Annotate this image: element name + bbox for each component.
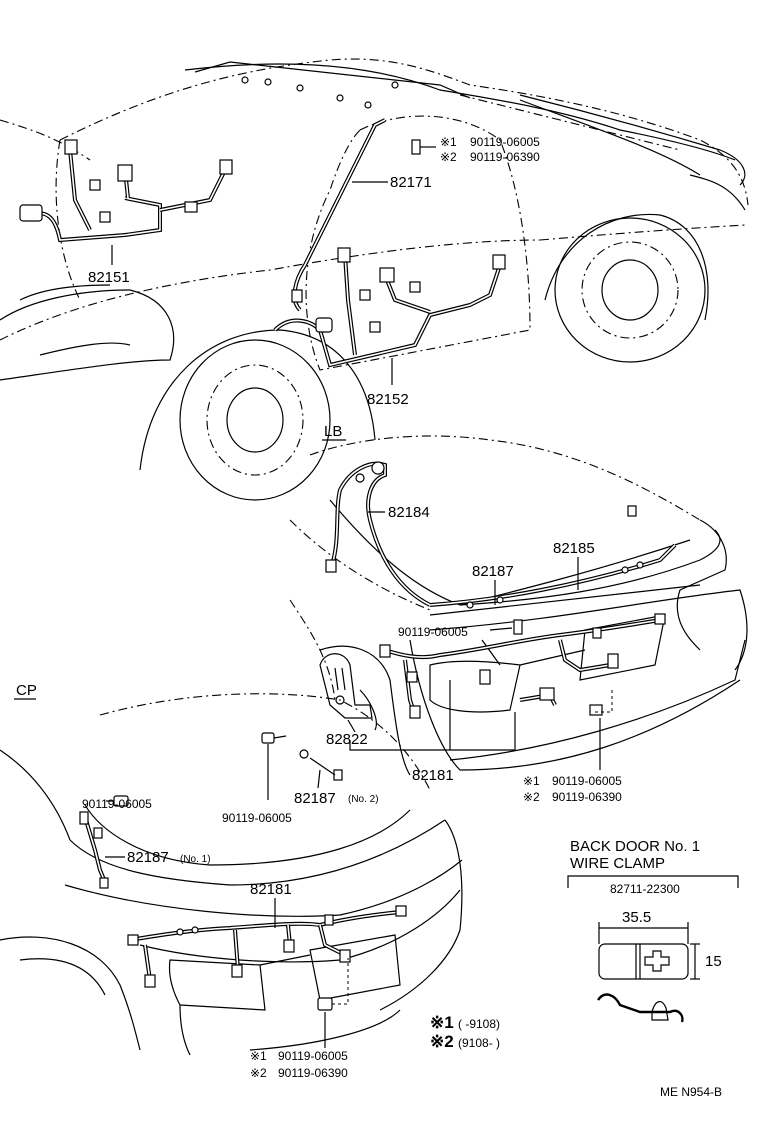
clip-cp-center [261,732,287,800]
cp-car-body [0,693,463,1056]
part-label-82187-cp-no1: 82187 [127,849,169,866]
clamp-width-label: 35.5 [622,909,651,926]
fastener-mark-2-cp-bottom: ※2 [250,1066,267,1080]
clip-cp-left [106,795,129,807]
clip-lb-center [489,619,523,635]
fastener-code-cp-center: 90119-06005 [222,811,292,825]
clip-cp-bottom [317,958,349,1048]
legend-mark-1: ※1 [430,1013,454,1032]
part-label-82181-cp: 82181 [250,881,292,898]
clamp-title-line1: BACK DOOR No. 1 [570,838,700,855]
harness-82181-cp [127,905,407,988]
clip-top [411,139,436,155]
harness-82152 [273,247,506,368]
clamp-cross-icon [644,950,670,972]
part-label-82152: 82152 [367,391,409,408]
section-label-lb: LB [324,423,342,440]
fastener-code-1-cp-bottom: 90119-06005 [278,1049,348,1063]
fastener-mark-2-top: ※2 [440,150,457,164]
part-label-82184: 82184 [388,504,430,521]
leader-82822 [347,719,356,733]
legend-range-2: (9108- ) [458,1036,500,1050]
leader-lb-center [481,639,501,666]
fastener-code-2-cp-bottom: 90119-06390 [278,1066,348,1080]
part-label-82822: 82822 [326,731,368,748]
fastener-mark-2-lb-right: ※2 [523,790,540,804]
fastener-mark-1-lb-right: ※1 [523,774,540,788]
clamp-detail: BACK DOOR No. 1 WIRE CLAMP 82711-22300 3… [567,838,739,1023]
section-label-cp: CP [16,682,37,699]
bracket-82822 [319,653,373,719]
part-note-82187-cp-no2: (No. 2) [348,794,379,805]
fastener-mark-1-top: ※1 [440,135,457,149]
legend: ※1 ( -9108) ※2 (9108- ) [430,1013,500,1051]
part-label-82187-lb: 82187 [472,563,514,580]
part-label-82151: 82151 [88,269,130,286]
roof-clips [241,76,399,109]
harness-82181-lb [379,613,666,719]
fastener-code-cp-left: 90119-06005 [82,797,152,811]
part-label-82185: 82185 [553,540,595,557]
part-label-82171: 82171 [390,174,432,191]
part-label-82187-cp-no2: 82187 [294,790,336,807]
fastener-code-lb-center: 90119-06005 [398,625,468,639]
legend-mark-2: ※2 [430,1032,454,1051]
leader-82187-cp-no2 [317,769,321,789]
legend-range-1: ( -9108) [458,1017,500,1031]
clamp-bracket-line [567,875,739,888]
fastener-code-2-top: 90119-06390 [470,150,540,164]
lb-car-body [289,435,748,776]
harness-82184 [325,461,431,607]
fastener-mark-1-cp-bottom: ※1 [250,1049,267,1063]
top-car-body [0,58,749,501]
clip-lb-right [589,690,613,770]
fastener-code-1-lb-right: 90119-06005 [552,774,622,788]
part-note-82187-cp-no1: (No. 1) [180,854,211,865]
clamp-height-label: 15 [705,953,722,970]
figure-code: ME N954-B [660,1085,722,1099]
leader-82181-lb [349,680,516,751]
clamp-part-no: 82711-22300 [610,882,680,896]
harness-82187-cp-no1 [79,811,109,889]
clamp-title-line2: WIRE CLAMP [570,855,665,872]
part-label-82181-lb: 82181 [412,767,454,784]
clamp-body [598,943,689,980]
harness-82187-cp-no2 [299,749,343,781]
harness-82185 [429,505,677,609]
clamp-side-profile [597,993,684,1023]
fastener-code-2-lb-right: 90119-06390 [552,790,622,804]
harness-82171 [291,118,386,312]
fastener-code-1-top: 90119-06005 [470,135,540,149]
harness-82151 [19,139,233,243]
